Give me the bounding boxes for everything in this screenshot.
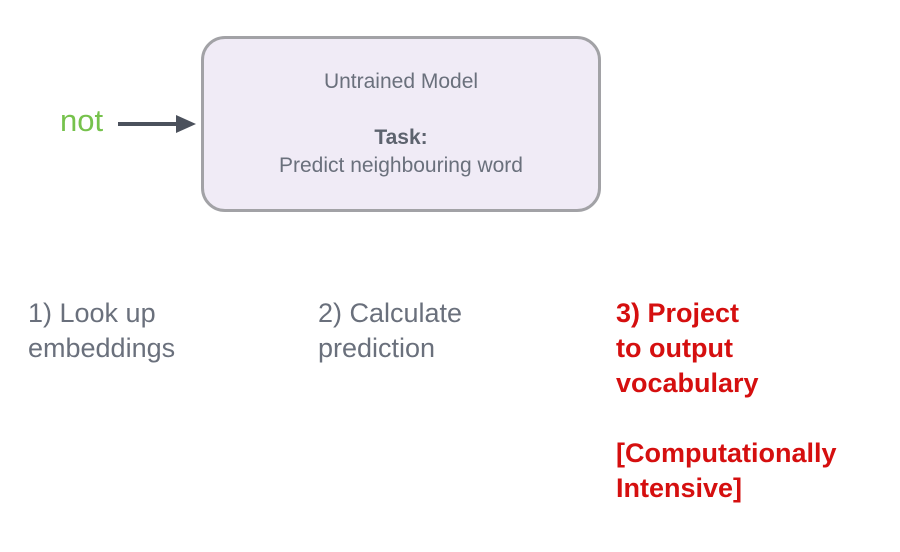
step-2-line-2: prediction [318,333,436,363]
step-3-line-2: to output [616,333,733,363]
input-word: not [60,103,104,138]
step-1-line-2: embeddings [28,333,176,363]
step-1-look-up-embeddings: 1) Look up embeddings [28,296,175,366]
step-3-project-to-output-vocabulary: 3) Project to output vocabulary [Computa… [616,296,837,506]
task-description: Predict neighbouring word [279,154,523,177]
note-line-2: Intensive] [616,473,743,503]
step-1-line-1: 1) Look up [28,298,156,328]
untrained-model-box: Untrained Model Task: Predict neighbouri… [201,36,601,212]
step-2-calculate-prediction: 2) Calculate prediction [318,296,462,366]
computationally-intensive-note: [Computationally Intensive] [616,436,837,506]
right-arrow-icon [118,115,196,133]
note-line-1: [Computationally [616,438,837,468]
task-label: Task: [374,126,428,149]
step-3-line-3: vocabulary [616,368,759,398]
step-3-line-1: 3) Project [616,298,740,328]
model-box-title: Untrained Model [323,70,479,93]
step-2-line-1: 2) Calculate [318,298,463,328]
